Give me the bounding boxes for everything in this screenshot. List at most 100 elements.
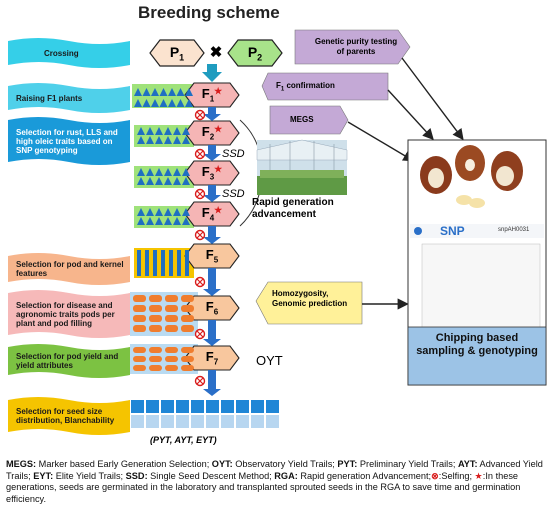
- generation-label: F5: [192, 247, 232, 264]
- plant-icon: [155, 136, 163, 144]
- plant-icon: [182, 177, 190, 185]
- plant-icon: [173, 177, 181, 185]
- generation-letter: F: [205, 299, 214, 314]
- generation-label: F6: [192, 299, 232, 316]
- snp-marker-id: snpAH0031: [498, 227, 530, 233]
- plant-row-icon: [177, 250, 181, 276]
- pod-icon: [165, 305, 178, 312]
- plant-icon: [137, 168, 145, 176]
- seed-cell: [146, 415, 159, 428]
- star-icon: ★: [214, 124, 223, 134]
- selfing-cross: [196, 111, 204, 119]
- banner-shape: [8, 253, 130, 285]
- generation-letter: F: [201, 164, 210, 179]
- arrow-f1conf: [387, 89, 434, 141]
- plant-icon: [155, 217, 163, 225]
- generation-hexagon: [184, 82, 240, 108]
- generation-subscript: 3: [209, 172, 215, 182]
- step-label: Selection for rust, LLS and high oleic t…: [16, 127, 118, 155]
- banner-shape: [8, 38, 130, 68]
- plant-icon: [164, 127, 172, 135]
- generation-subscript: 5: [213, 255, 219, 265]
- plant-icon: [155, 177, 163, 185]
- seed-cell: [131, 400, 144, 413]
- selfing-cross: [196, 330, 204, 338]
- banner-shape: [8, 344, 130, 378]
- cluster-plot: [421, 243, 541, 329]
- selfing-icon: ⊗: [431, 470, 439, 481]
- star-icon: ★: [214, 205, 223, 215]
- snp-logo-text: SNP: [440, 224, 465, 238]
- step-label: Selection for pod and kernel features: [16, 260, 124, 278]
- pod-icon: [149, 356, 162, 362]
- chipping-label: Chipping based sampling & genotyping: [416, 332, 538, 357]
- footer-eyt-value: Elite Yield Trails;: [53, 470, 126, 481]
- step-raising-f1: Raising F1 plants: [8, 83, 130, 113]
- footer-megs-value: Marker based Early Generation Selection;: [36, 459, 212, 469]
- pod-icon: [165, 365, 178, 371]
- plant-icon: [146, 168, 154, 176]
- f1-confirmation-f: F: [276, 81, 281, 90]
- pod-icon: [181, 295, 194, 302]
- plant-icon: [164, 217, 172, 225]
- footer-selfing: :Selfing;: [438, 470, 475, 481]
- generation-arrow: [203, 107, 221, 121]
- footer-rga-key: RGA:: [274, 470, 298, 481]
- plant-icon: [185, 88, 193, 96]
- pod-icon: [133, 347, 146, 353]
- plant-icon: [164, 177, 172, 185]
- p2-hexagon: [227, 39, 283, 67]
- plant-icon: [142, 99, 151, 107]
- plant-icon: [173, 136, 181, 144]
- p2-subscript: 2: [257, 52, 263, 63]
- seed-cell: [266, 400, 279, 413]
- footer-ssd-key: SSD:: [125, 470, 148, 481]
- plant-icon: [164, 168, 172, 176]
- step-label: Crossing: [44, 48, 79, 58]
- banner-shape: [8, 397, 130, 435]
- trials-label: (PYT, AYT, EYT): [150, 435, 217, 445]
- generation-hexagon: [184, 201, 240, 227]
- plant-icon: [168, 99, 176, 107]
- generation-subscript: 1: [209, 94, 215, 104]
- generation-arrow: [203, 320, 221, 346]
- pod-icon: [165, 347, 178, 353]
- plant-row-icon: [145, 250, 149, 276]
- star-icon: ★: [214, 164, 223, 174]
- footer-megs-key: MEGS:: [6, 459, 37, 469]
- arrow-purity: [401, 57, 464, 141]
- plant-icon: [173, 208, 181, 216]
- pod-icon: [165, 315, 178, 322]
- generation-label: F1★: [192, 86, 232, 103]
- banner-shape: [8, 117, 130, 165]
- plant-icon: [185, 99, 193, 107]
- seed-cell: [236, 415, 249, 428]
- f1-confirmation-sub: 1: [280, 86, 285, 93]
- selfing-cross: [196, 190, 204, 198]
- plant-icon: [134, 88, 142, 96]
- step-pod-kernel: Selection for pod and kernel features: [8, 253, 130, 285]
- pod-icon: [149, 325, 162, 332]
- generation-subscript: 6: [213, 307, 219, 317]
- seed-cell: [161, 415, 174, 428]
- pod-icon: [181, 356, 194, 362]
- p1-text: P: [169, 44, 180, 60]
- step-snp-selection: Selection for rust, LLS and high oleic t…: [8, 117, 130, 165]
- plant-icon: [142, 88, 151, 96]
- seed-cell: [206, 400, 219, 413]
- footer-eyt-key: EYT:: [33, 470, 54, 481]
- plant-row-icon: [153, 250, 157, 276]
- pod-icon: [181, 315, 194, 322]
- seed-cell: [176, 415, 189, 428]
- pod-icon: [133, 295, 146, 302]
- plant-icon: [146, 127, 154, 135]
- footer-ayt-value: Advanced Yield Trails;: [6, 459, 543, 481]
- step-label: Selection for seed size distribution, Bl…: [16, 407, 115, 425]
- pod-icon: [133, 325, 146, 332]
- selfing-cross: [196, 377, 204, 385]
- star-icon: ★: [474, 470, 483, 481]
- generation-letter: F: [201, 86, 210, 101]
- generation-arrow: [203, 145, 221, 161]
- f1-confirmation-banner: [261, 72, 389, 101]
- plant-icon: [137, 127, 145, 135]
